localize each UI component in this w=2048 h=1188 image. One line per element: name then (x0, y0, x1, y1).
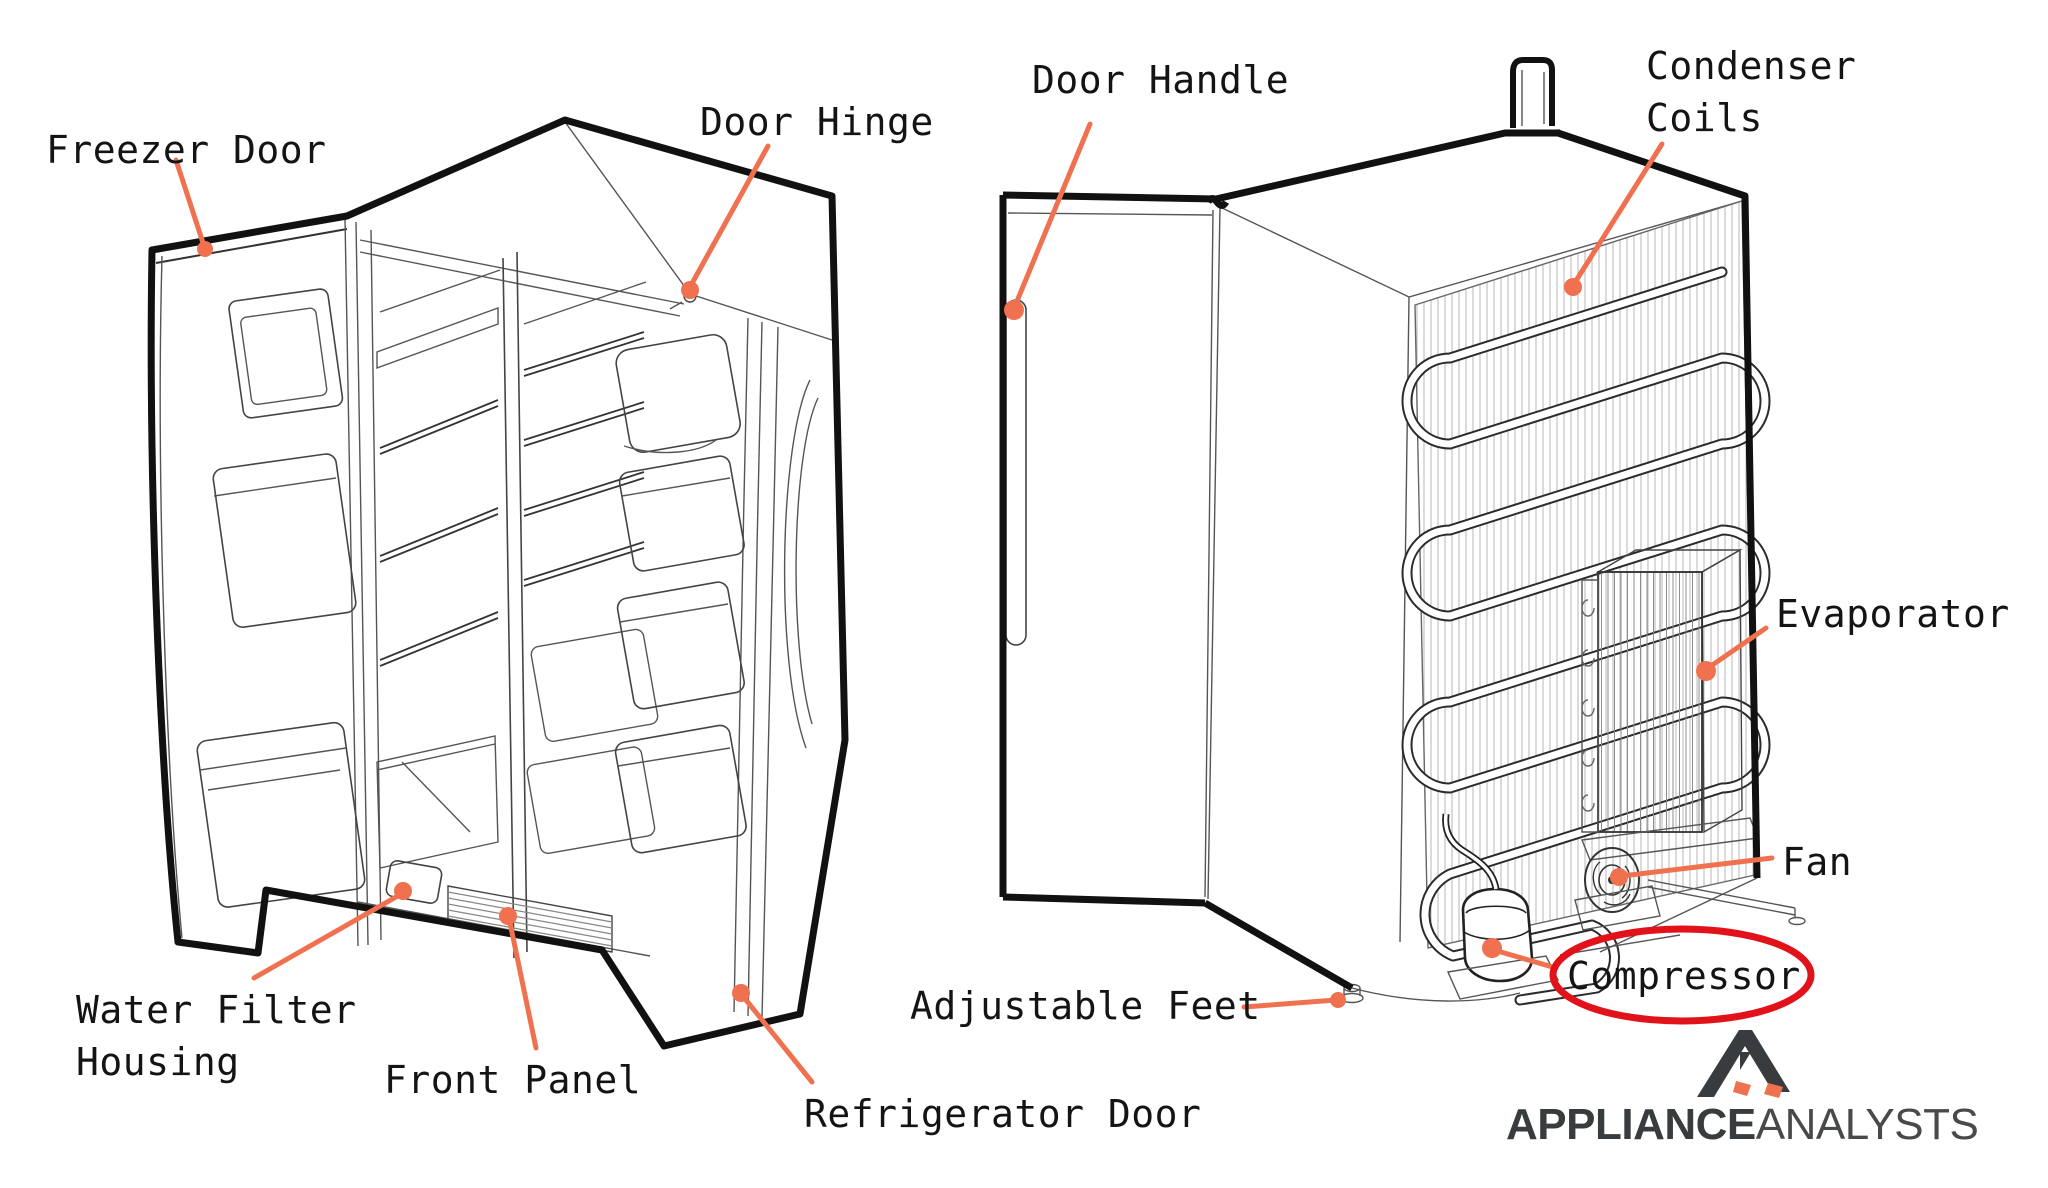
label-door-handle: Door Handle (1032, 58, 1290, 102)
leader-evaporator (1696, 625, 1769, 681)
leader-refrigerator-door (732, 984, 815, 1085)
front-panel-grille (447, 885, 613, 953)
label-compressor: Compressor (1567, 954, 1801, 998)
door-handle-drawing (1005, 299, 1027, 646)
label-condenser-line1: Condenser (1646, 44, 1857, 88)
logo-mountain-icon (1697, 1030, 1790, 1097)
logo-mark (1697, 1030, 1790, 1098)
logo-wordmark: APPLIANCEANALYSTS (1506, 1100, 1979, 1150)
label-condenser-coils: Condenser Coils (1646, 40, 1856, 144)
back-door-panel-drawing (999, 191, 1217, 907)
label-water-filter-line2: Housing (76, 1040, 240, 1084)
label-evaporator: Evaporator (1776, 592, 2010, 636)
label-water-filter-housing: Water Filter Housing (76, 984, 357, 1088)
callout-leader-lines (173, 121, 1775, 1085)
water-filter-housing-drawing (385, 860, 443, 904)
front-view-drawing (147, 116, 849, 1050)
label-fan: Fan (1782, 840, 1853, 884)
logo-brand-light: ANALYSTS (1755, 1100, 1979, 1149)
logo-flame-icon (1733, 1081, 1751, 1096)
back-cabinet-drawing (1203, 57, 1806, 1006)
leader-freezer-door (173, 157, 213, 257)
label-condenser-line2: Coils (1646, 96, 1763, 140)
label-freezer-door: Freezer Door (46, 128, 327, 172)
label-door-hinge: Door Hinge (700, 100, 934, 144)
leader-door-hinge (681, 143, 771, 299)
leader-adjustable-feet (1241, 992, 1346, 1010)
compressor-highlight-ellipse (1549, 925, 1815, 1025)
label-adjustable-feet: Adjustable Feet (910, 984, 1261, 1028)
back-view-drawing (999, 57, 1806, 1006)
cabinet-interior-drawing (355, 221, 685, 959)
label-water-filter-line1: Water Filter (76, 988, 357, 1032)
leader-front-panel (499, 907, 539, 1051)
leader-door-handle (1004, 121, 1093, 320)
front-view-outline (147, 116, 849, 1050)
label-refrigerator-door: Refrigerator Door (804, 1092, 1202, 1136)
refrigerator-door-drawing (564, 121, 833, 1019)
fan-drawing (1559, 847, 1806, 956)
leader-condenser-coils (1564, 141, 1665, 296)
leader-water-filter (251, 882, 412, 981)
water-line-pipe (1504, 57, 1561, 134)
leader-fan (1610, 855, 1775, 886)
leader-compressor (1482, 938, 1559, 971)
logo-brand-bold: APPLIANCE (1506, 1100, 1756, 1149)
evaporator-drawing (1581, 548, 1759, 861)
logo-flame-icon (1764, 1083, 1783, 1098)
label-front-panel: Front Panel (384, 1058, 642, 1102)
freezer-door-drawing (151, 215, 366, 947)
